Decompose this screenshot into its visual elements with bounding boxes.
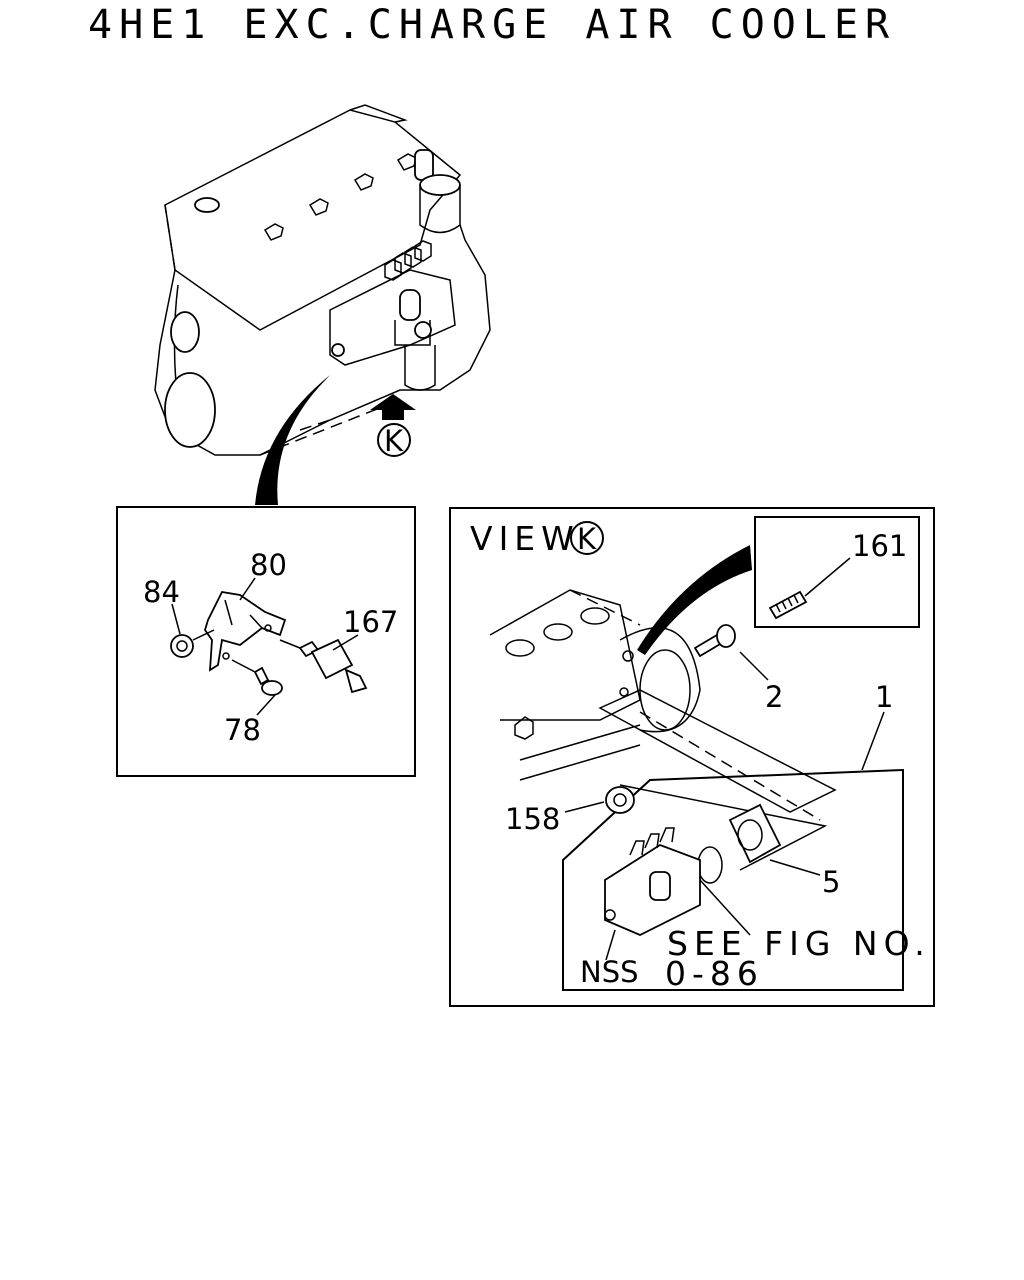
engine-illustration: K: [154, 104, 491, 505]
callout-2: 2: [765, 680, 783, 714]
view-marker-k: K: [384, 424, 404, 458]
callout-80: 80: [250, 548, 287, 582]
see-fig-note: SEE FIG NO.: [667, 924, 931, 963]
callout-5: 5: [822, 865, 840, 899]
callout-nss: NSS: [580, 955, 639, 989]
callout-84: 84: [143, 575, 180, 609]
callout-161: 161: [852, 529, 907, 563]
view-label: VIEW: [470, 519, 580, 558]
view-label-marker: K: [577, 522, 597, 556]
callout-158: 158: [505, 802, 560, 836]
diagram-title: 4HE1 EXC.CHARGE AIR COOLER: [88, 2, 896, 48]
callout-1: 1: [875, 680, 893, 714]
see-fig-number: 0-86: [665, 954, 764, 993]
right-detail-panel: VIEW K 161 2 1: [449, 507, 935, 1007]
left-detail-panel: 84 80 167 78: [116, 506, 416, 777]
callout-167: 167: [343, 605, 398, 639]
callout-78: 78: [224, 713, 261, 747]
